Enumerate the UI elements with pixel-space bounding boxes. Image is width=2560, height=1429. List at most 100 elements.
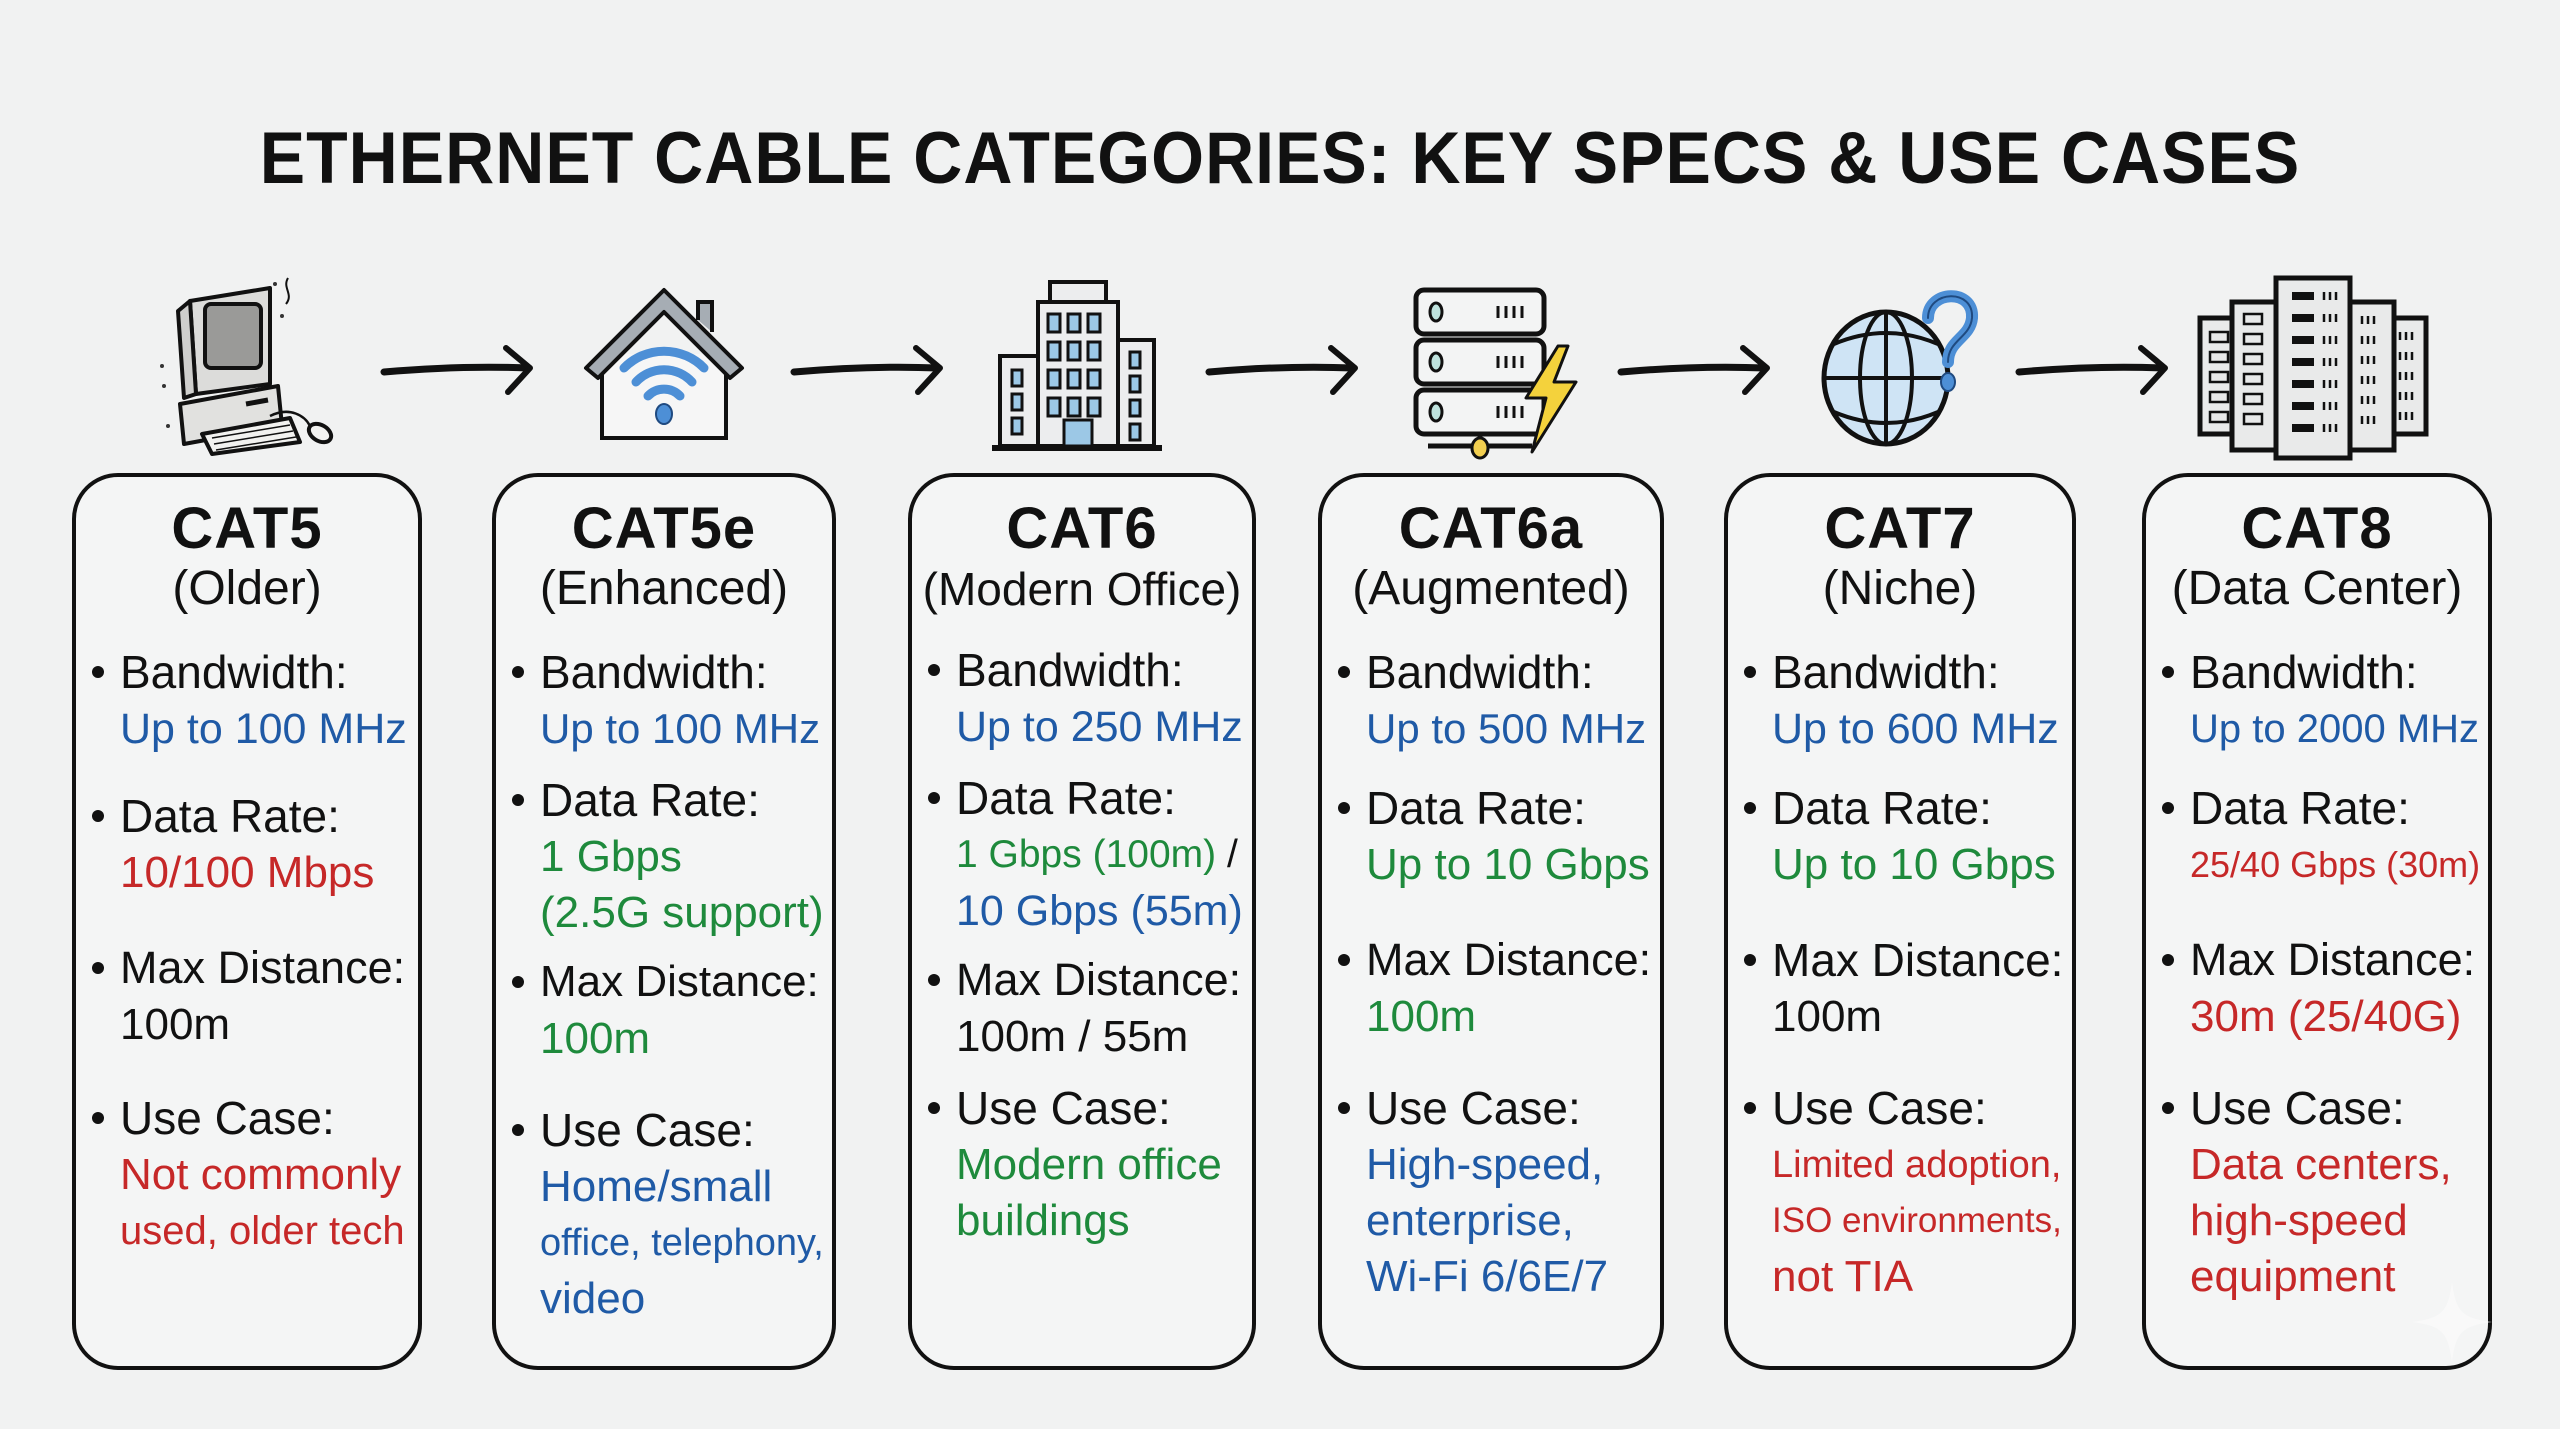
bullet-icon — [512, 794, 524, 806]
spec-value-text: enterprise, — [1366, 1196, 1574, 1245]
spec-value-text: 100m — [1772, 992, 1883, 1041]
bullet-icon — [2162, 1102, 2174, 1114]
arrow-right-icon — [2015, 340, 2171, 400]
spec-value: Up to 10 Gbps — [1366, 837, 1660, 893]
spec-max-distance: Max Distance: 100m — [1728, 931, 2072, 1045]
bullet-icon — [1338, 802, 1350, 814]
spec-value-text: 100m — [120, 1000, 231, 1049]
bullet-icon — [928, 664, 940, 676]
server-power-icon — [1408, 286, 1583, 460]
bullet-icon — [1338, 954, 1350, 966]
card-subtitle: (Niche) — [1822, 562, 1978, 615]
spec-value-text: Modern office — [956, 1140, 1222, 1189]
card-subtitle: (Augmented) — [1352, 562, 1630, 615]
spec-value: Up to 100 MHz — [120, 701, 418, 757]
spec-value: 10 Gbps (55m) — [956, 883, 1252, 939]
spec-label: Max Distance: — [1772, 934, 2064, 986]
spec-data-rate: Data Rate: 10/100 Mbps — [76, 787, 418, 901]
card-header: CAT8(Data Center) — [2146, 499, 2488, 619]
spec-max-distance: Max Distance:30m (25/40G) — [2146, 931, 2488, 1045]
spec-value-text: 30m (25/40G) — [2190, 992, 2462, 1041]
spec-value-text: 100m — [540, 1014, 651, 1063]
spec-value: 100m — [1772, 989, 2072, 1045]
bullet-icon — [1744, 666, 1756, 678]
spec-label: Bandwidth: — [120, 646, 348, 698]
spec-value-text: Not commonly — [120, 1150, 402, 1199]
card-header: CAT6a(Augmented) — [1322, 499, 1660, 619]
bullet-icon — [92, 666, 104, 678]
bullet-icon — [512, 666, 524, 678]
bullet-icon — [928, 974, 940, 986]
bullet-icon — [1338, 1102, 1350, 1114]
card-subtitle: (Enhanced) — [539, 562, 789, 615]
bullet-icon — [92, 810, 104, 822]
home-wifi-icon — [580, 286, 748, 442]
spec-value-text: 1 Gbps — [540, 832, 682, 881]
spec-value: Up to 600 MHz — [1772, 701, 2072, 757]
spec-value-text: 10/100 Mbps — [120, 848, 375, 897]
bullet-icon — [2162, 802, 2174, 814]
arrow-right-icon — [380, 340, 536, 400]
spec-value: Up to 250 MHz — [956, 699, 1252, 755]
spec-use-case: Use Case:Limited adoption,ISO environmen… — [1728, 1079, 2072, 1305]
spec-value: Not commonly — [120, 1147, 418, 1203]
bullet-icon — [2162, 954, 2174, 966]
spec-value: 25/40 Gbps (30m) — [2190, 837, 2488, 893]
office-building-icon — [990, 280, 1165, 452]
spec-label: Use Case: — [1366, 1082, 1581, 1134]
spec-value: Data centers, — [2190, 1137, 2488, 1193]
card-title: CAT6a — [1398, 496, 1584, 561]
spec-value-text: 25/40 Gbps (30m) — [2190, 844, 2481, 885]
spec-value-text: buildings — [956, 1196, 1130, 1245]
spec-value: buildings — [956, 1193, 1252, 1249]
card-subtitle: (Older) — [172, 562, 322, 615]
spec-data-rate: Data Rate:1 Gbps(2.5G support) — [496, 771, 832, 941]
spec-value: Up to 500 MHz — [1366, 701, 1660, 757]
spec-data-rate: Data Rate:Up to 10 Gbps — [1728, 779, 2072, 893]
spec-label: Use Case: — [956, 1082, 1171, 1134]
spec-value-separator: / — [1216, 833, 1238, 876]
spec-max-distance: Max Distance:100m / 55m — [912, 951, 1252, 1065]
spec-value-text: 1 Gbps (100m) — [956, 833, 1217, 876]
spec-value-text: Wi-Fi 6/6E/7 — [1366, 1252, 1609, 1301]
spec-value: office, telephony, — [540, 1215, 832, 1271]
spec-value-text: video — [540, 1274, 646, 1323]
spec-value-text: Data centers, — [2190, 1140, 2452, 1189]
sparkle-watermark-icon — [2412, 1282, 2492, 1362]
card-title: CAT6 — [1006, 496, 1158, 561]
spec-use-case: Use Case: Modern office buildings — [912, 1079, 1252, 1249]
spec-label: Data Rate: — [120, 790, 340, 842]
bullet-icon — [928, 792, 940, 804]
spec-max-distance: Max Distance:100m — [496, 953, 832, 1067]
arrow-right-icon — [1205, 340, 1361, 400]
spec-label: Data Rate: — [540, 774, 760, 826]
spec-value: High-speed, — [1366, 1137, 1660, 1193]
spec-max-distance: Max Distance:100m — [1322, 931, 1660, 1045]
spec-value-text: used, older tech — [120, 1209, 405, 1253]
spec-value: Limited adoption, — [1772, 1137, 2072, 1193]
spec-label: Bandwidth: — [956, 644, 1184, 696]
spec-value-text: high-speed — [2190, 1196, 2408, 1245]
spec-value: video — [540, 1271, 832, 1327]
spec-label: Bandwidth: — [1772, 646, 2000, 698]
spec-label: Use Case: — [540, 1104, 755, 1156]
spec-bandwidth: Bandwidth:Up to 500 MHz — [1322, 643, 1660, 757]
card-header: CAT7(Niche) — [1728, 499, 2072, 619]
bullet-icon — [1338, 666, 1350, 678]
spec-bandwidth: Bandwidth:Up to 100 MHz — [496, 643, 832, 757]
old-computer-icon — [150, 276, 355, 456]
spec-value-text: Up to 100 MHz — [540, 705, 821, 752]
spec-value: 100m / 55m — [956, 1009, 1252, 1065]
spec-bandwidth: Bandwidth: Up to 250 MHz — [912, 641, 1252, 755]
page-title: ETHERNET CABLE CATEGORIES: KEY SPECS & U… — [259, 116, 2301, 200]
spec-value: not TIA — [1772, 1249, 2072, 1305]
spec-bandwidth: Bandwidth:Up to 100 MHz — [76, 643, 418, 757]
spec-value-text: Up to 250 MHz — [956, 703, 1243, 751]
spec-value: 100m — [540, 1011, 832, 1067]
spec-label: Max Distance: — [120, 942, 406, 993]
